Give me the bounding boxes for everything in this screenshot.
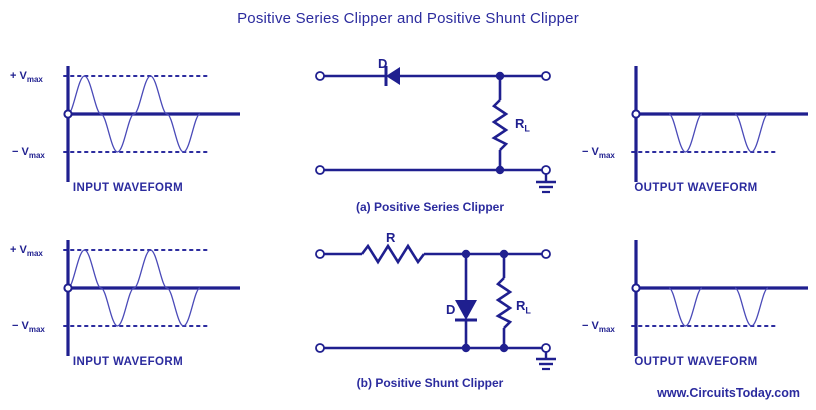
origin-marker xyxy=(631,109,641,119)
input-waveform-caption-row2: INPUT WAVEFORM xyxy=(72,356,184,368)
origin-marker xyxy=(63,283,73,293)
output-minus-vmax-label-row1: − Vmax xyxy=(582,146,615,161)
output-waveform-panel-row2: − Vmax OUTPUT WAVEFORM xyxy=(576,232,816,372)
origin-marker xyxy=(63,109,73,119)
shunt-clipper-caption: (b) Positive Shunt Clipper xyxy=(356,376,504,390)
output-waveform-caption-row1: OUTPUT WAVEFORM xyxy=(634,182,758,194)
site-watermark: www.CircuitsToday.com xyxy=(657,386,800,400)
load-resistor-label-shunt: RL xyxy=(516,298,531,316)
input-plus-vmax-label-row2: + Vmax xyxy=(10,244,43,259)
input-waveform-panel-row1: + Vmax − Vmax INPUT WAVEFORM xyxy=(8,58,248,198)
terminal-output-bottom xyxy=(541,343,551,353)
load-resistor-label-series: RL xyxy=(515,116,530,134)
load-resistor-zigzag-icon xyxy=(491,99,509,151)
negative-half-cycle-1 xyxy=(668,113,703,153)
diode-triangle-icon xyxy=(455,300,477,320)
diode-label-series: D xyxy=(378,56,388,71)
node-dot-diode-bottom xyxy=(461,343,471,353)
shunt-clipper-circuit-panel: R D RL xyxy=(300,228,560,390)
page-title: Positive Series Clipper and Positive Shu… xyxy=(237,10,579,27)
output-waveform-svg-row2 xyxy=(631,240,808,356)
shunt-clipper-svg xyxy=(315,243,556,371)
input-minus-vmax-label-row2: − Vmax xyxy=(12,320,45,335)
negative-half-cycle-2 xyxy=(734,287,769,327)
terminal-output-bottom xyxy=(541,165,551,175)
terminal-input-bottom xyxy=(315,165,325,175)
terminal-input-top xyxy=(315,249,325,259)
negative-half-cycle-2 xyxy=(734,113,769,153)
series-clipper-circuit-panel: D RL xyxy=(300,56,560,214)
terminal-output-top xyxy=(541,249,551,259)
input-waveform-svg-row2 xyxy=(63,240,240,356)
input-plus-vmax-label-row1: + Vmax xyxy=(10,70,43,85)
output-minus-vmax-label-row2: − Vmax xyxy=(582,320,615,335)
diode-label-shunt: D xyxy=(446,302,456,317)
output-waveform-caption-row2: OUTPUT WAVEFORM xyxy=(634,356,758,368)
sine-wave-trace xyxy=(67,75,201,153)
input-waveform-panel-row2: + Vmax − Vmax INPUT WAVEFORM xyxy=(8,232,248,372)
series-resistor-label-shunt: R xyxy=(386,230,396,245)
node-dot-rl-bottom xyxy=(499,343,509,353)
node-dot-rl-top xyxy=(499,249,509,259)
terminal-output-top xyxy=(541,71,551,81)
sine-wave-trace xyxy=(67,249,201,327)
terminal-input-top xyxy=(315,71,325,81)
input-waveform-svg-row1 xyxy=(63,66,240,182)
series-clipper-caption: (a) Positive Series Clipper xyxy=(355,200,505,214)
series-resistor-zigzag-icon xyxy=(360,243,426,265)
series-clipper-svg xyxy=(315,66,556,194)
input-waveform-caption-row1: INPUT WAVEFORM xyxy=(72,182,184,194)
output-waveform-panel-row1: − Vmax OUTPUT WAVEFORM xyxy=(576,58,816,198)
diode-triangle-icon xyxy=(386,67,400,85)
load-resistor-zigzag-icon xyxy=(495,277,513,329)
node-dot-diode-top xyxy=(461,249,471,259)
terminal-input-bottom xyxy=(315,343,325,353)
node-dot-top xyxy=(495,71,505,81)
negative-half-cycle-1 xyxy=(668,287,703,327)
node-dot-bottom xyxy=(495,165,505,175)
output-waveform-svg-row1 xyxy=(631,66,808,182)
origin-marker xyxy=(631,283,641,293)
input-minus-vmax-label-row1: − Vmax xyxy=(12,146,45,161)
